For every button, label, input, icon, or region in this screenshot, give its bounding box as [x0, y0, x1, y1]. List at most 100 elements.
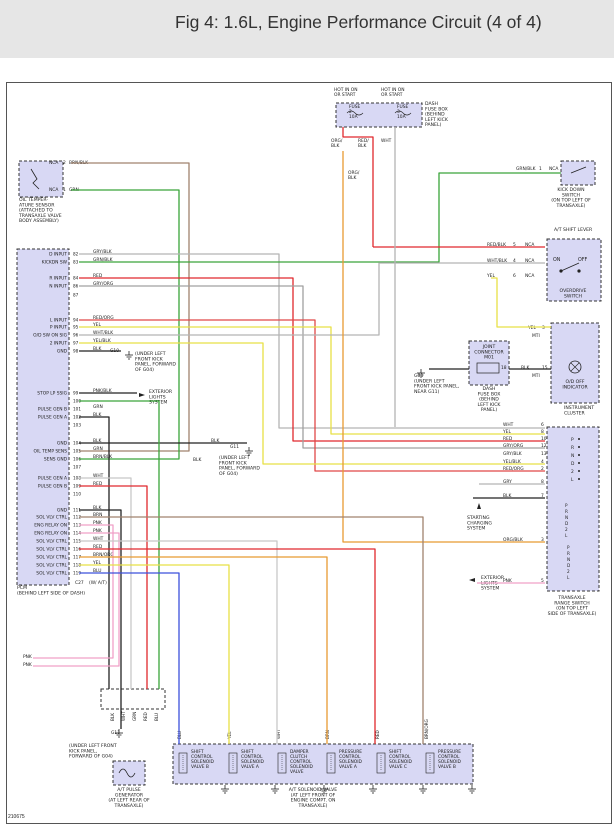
shift-lever-pin: 5 [513, 242, 516, 248]
range-switch-wire-color: GRY/ORG [503, 443, 524, 449]
wire-blu-shift-b [79, 572, 180, 744]
pcm-pin-name: OIL TEMP SENS [33, 449, 67, 455]
range-switch-wire-color: YEL [502, 429, 511, 435]
pcm-pin-number: 105 [73, 449, 81, 454]
range-switch-contact [578, 462, 580, 464]
pcm-pin-name: SOL VLV CTRL [36, 515, 67, 521]
joint-connector-bar [476, 362, 500, 374]
range-switch-position: 2 [571, 469, 574, 475]
pcm-pin-number: 118 [73, 563, 81, 568]
pcm-wire-color: RED [93, 544, 103, 550]
range-switch-pin: 2 [541, 466, 544, 472]
range-switch-position-b: D [565, 521, 568, 526]
shift-lever-nca: NCA [525, 258, 534, 264]
pcm-pin-name: D INPUT [49, 252, 67, 258]
pcm-pin-name: SENS GND [44, 457, 68, 463]
shift-lever-wire-color: YEL [486, 273, 495, 279]
range-switch-pin: 4 [541, 459, 544, 465]
pulse-gen-wire-color: GRN [132, 712, 137, 721]
range-switch-wire-color: GRY [503, 479, 512, 485]
pcm-pin-number: 94 [73, 318, 79, 323]
range-switch-contact [578, 478, 580, 480]
cluster-blk-pin: 15 [542, 365, 548, 371]
range-switch-position: P [571, 437, 574, 443]
pulse-gen-coil [118, 768, 136, 778]
cluster-mti-2: MTI [532, 373, 540, 379]
wire-wht-pulse [79, 477, 132, 689]
pcm-pin-number: 107 [73, 465, 81, 470]
range-switch-wire-color: YEL/BLK [502, 459, 521, 465]
sensor-w1-nca: NCA [49, 160, 58, 166]
figure-title: Fig 4: 1.6L, Engine Performance Circuit … [175, 12, 542, 32]
od-switch-arm [560, 262, 580, 272]
pcm-pin-number: 83 [73, 260, 79, 265]
range-switch-wire-color: PNK [503, 578, 512, 584]
pcm-wire-color: PNK [93, 528, 102, 534]
fuse-wire-red-blk: RED/BLK [358, 138, 369, 149]
pcm-pin-number: 86 [73, 284, 79, 289]
range-switch-pin: 10 [541, 436, 547, 442]
pcm-pin-number: 101 [73, 407, 81, 412]
range-switch-box [546, 426, 600, 592]
wire-brn-solenoid [79, 516, 424, 744]
pcm-pin-name: L INPUT [50, 318, 67, 324]
range-switch-pin: 6 [541, 422, 544, 428]
shift-lever-nca: NCA [525, 242, 534, 248]
wire-red-org-l [79, 319, 545, 472]
range-switch-position: D [571, 461, 575, 467]
pcm-wire-color: GRY/ORG [93, 281, 114, 287]
pcm-wire-color: GRN [93, 404, 103, 410]
overdrive-switch-box [546, 238, 602, 302]
od-on-label: ON [553, 257, 561, 263]
pcm-pin-name: SOL VLV CTRL [36, 555, 67, 561]
pcm-pin-name: PULSE GEN A [38, 476, 67, 482]
pcm-pin-number: 119 [73, 571, 81, 576]
range-switch-contact [578, 446, 580, 448]
pcm-pin-number: 104 [73, 441, 81, 446]
wire-yel-blk-2 [79, 342, 545, 465]
pcm-pin-number: 102 [73, 415, 81, 420]
pcm-wire-color: BLK [93, 505, 101, 511]
shift-lever-pin: 4 [513, 258, 516, 264]
pcm-wire-color: BRN [93, 512, 102, 518]
pcm-wire-color: BLU [93, 568, 101, 574]
pcm-wire-color: PNK/BLK [93, 388, 112, 394]
pcm-wire-color: YEL [92, 560, 101, 566]
pcm-wire-color: RED [93, 481, 103, 487]
pcm-pin-number: 117 [73, 555, 81, 560]
pcm-wire-color: YEL/BLK [92, 338, 111, 344]
range-switch-position-c: N [567, 557, 570, 562]
od-off-label: OFF [578, 257, 588, 263]
range-switch-pin: 13 [541, 451, 547, 457]
pnk-left-1: PNK [23, 654, 32, 660]
pcm-wire-color: RED/ORG [93, 315, 114, 321]
pcm-wire-blk-2: BLK [193, 457, 201, 463]
pcm-wire-color: BRN/BLK [93, 454, 112, 460]
pcm-pin-name: GND [57, 349, 68, 355]
pcm-pin-number: 108 [73, 476, 81, 481]
pcm-label: PCM(BEHIND LEFT SIDE OF DASH) [17, 585, 85, 596]
solenoid-coil [277, 752, 287, 774]
pcm-wat-label: (W/ A/T) [89, 580, 107, 586]
pcm-pin-name: P INPUT [50, 325, 67, 331]
pulse-gen-wire-color: RED [143, 712, 148, 721]
wire-yel-od [491, 277, 551, 328]
pcm-pin-name: KICKDN SW [42, 260, 68, 266]
pcm-pin-name: PULSE GEN A [38, 415, 67, 421]
pcm-pin-number: 103 [73, 423, 81, 428]
pcm-pin-number: 109 [73, 484, 81, 489]
pulse-gen-wire-color: WHT [121, 711, 126, 721]
stop-lights-arrow [139, 393, 145, 397]
